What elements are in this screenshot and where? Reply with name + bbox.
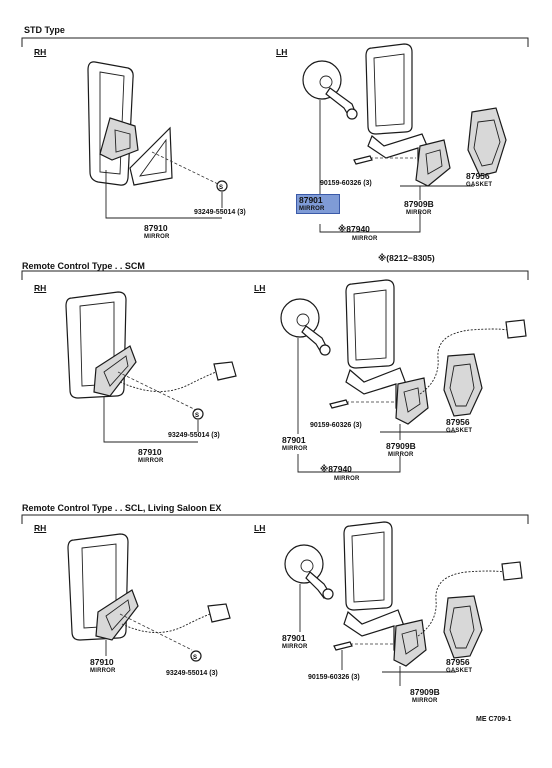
s2-gasket-part-number: 87956 xyxy=(446,417,470,427)
s3-lh-bolt-part-number: 90159-60326 (3) xyxy=(308,674,360,681)
s1-gasket-caption: GASKET xyxy=(466,182,493,188)
s1-lh-mirror-drawing xyxy=(302,43,507,187)
s2-rh-mirror-caption: MIRROR xyxy=(138,458,164,464)
s1-lh-assy-caption: MIRROR xyxy=(352,236,378,242)
s3-rh-mirror-drawing: S xyxy=(67,533,231,662)
section-2-lh-label: LH xyxy=(254,283,266,293)
s1-mirror-b-part-number: 87909B xyxy=(404,199,434,209)
section-3-frame xyxy=(21,514,529,524)
s1-lh-mirror-caption: MIRROR xyxy=(299,206,325,212)
s2-mirror-b-part-number: 87909B xyxy=(386,441,416,451)
s1-lh-mirror-highlight xyxy=(296,194,340,214)
s3-rh-mirror-part-number: 87910 xyxy=(90,657,114,667)
section-2-date-range: ※(8212−8305) xyxy=(378,253,435,263)
s1-rh-leader xyxy=(105,170,222,219)
section-3-lh-label: LH xyxy=(254,523,266,533)
section-2-frame xyxy=(21,270,529,280)
s3-lh-mirror-part-number: 87901 xyxy=(282,633,306,643)
s1-lh-assy-part-number: ※87940 xyxy=(338,224,370,234)
s2-lh-mirror-drawing xyxy=(280,279,527,425)
s2-rh-screw-part-number: 93249-55014 (3) xyxy=(168,432,220,439)
s3-gasket-part-number: 87956 xyxy=(446,657,470,667)
s3-mirror-b-part-number: 87909B xyxy=(410,687,440,697)
svg-text:S: S xyxy=(219,185,223,191)
s2-lh-mirror-caption: MIRROR xyxy=(282,446,308,452)
s1-lh-mirror-part-number: 87901 xyxy=(299,195,323,205)
s1-lh-assy-leader xyxy=(319,212,421,233)
s3-rh-mirror-caption: MIRROR xyxy=(90,668,116,674)
s3-mirror-b-caption: MIRROR xyxy=(412,698,438,704)
section-3-title: Remote Control Type . . SCL, Living Salo… xyxy=(22,503,222,513)
s2-gasket-caption: GASKET xyxy=(446,428,473,434)
section-1-title: STD Type xyxy=(24,25,65,35)
section-1-lh-label: LH xyxy=(276,47,288,57)
s3-lh-mirror-caption: MIRROR xyxy=(282,644,308,650)
s3-lh-mirror-drawing xyxy=(284,521,523,667)
s2-lh-assy-leader xyxy=(297,454,401,473)
s1-rh-mirror-drawing: S xyxy=(87,61,228,192)
s3-rh-screw-part-number: 93249-55014 (3) xyxy=(166,670,218,677)
section-2-rh-label: RH xyxy=(34,283,47,293)
section-2-title: Remote Control Type . . SCM xyxy=(22,261,145,271)
section-3-rh-label: RH xyxy=(34,523,47,533)
s2-lh-mirror-part-number: 87901 xyxy=(282,435,306,445)
diagram-reference-code: ME C709-1 xyxy=(476,716,512,723)
s1-rh-mirror-caption: MIRROR xyxy=(144,234,170,240)
s2-lh-bolt-part-number: 90159-60326 (3) xyxy=(310,422,362,429)
s2-lh-assy-part-number: ※87940 xyxy=(320,464,352,474)
s2-rh-leader xyxy=(103,396,198,443)
s2-mirror-b-caption: MIRROR xyxy=(388,452,414,458)
section-1-frame xyxy=(21,37,529,47)
svg-text:S: S xyxy=(193,655,197,661)
s2-rh-mirror-part-number: 87910 xyxy=(138,447,162,457)
svg-text:S: S xyxy=(195,413,199,419)
s1-rh-screw-part-number: 93249-55014 (3) xyxy=(194,209,246,216)
section-1-rh-label: RH xyxy=(34,47,47,57)
s1-lh-bolt-part-number: 90159-60326 (3) xyxy=(320,180,372,187)
s1-mirror-b-caption: MIRROR xyxy=(406,210,432,216)
s1-rh-mirror-part-number: 87910 xyxy=(144,223,168,233)
s3-gasket-caption: GASKET xyxy=(446,668,473,674)
s1-gasket-part-number: 87956 xyxy=(466,171,490,181)
s2-rh-mirror-drawing: S xyxy=(65,291,237,420)
s2-lh-assy-caption: MIRROR xyxy=(334,476,360,482)
